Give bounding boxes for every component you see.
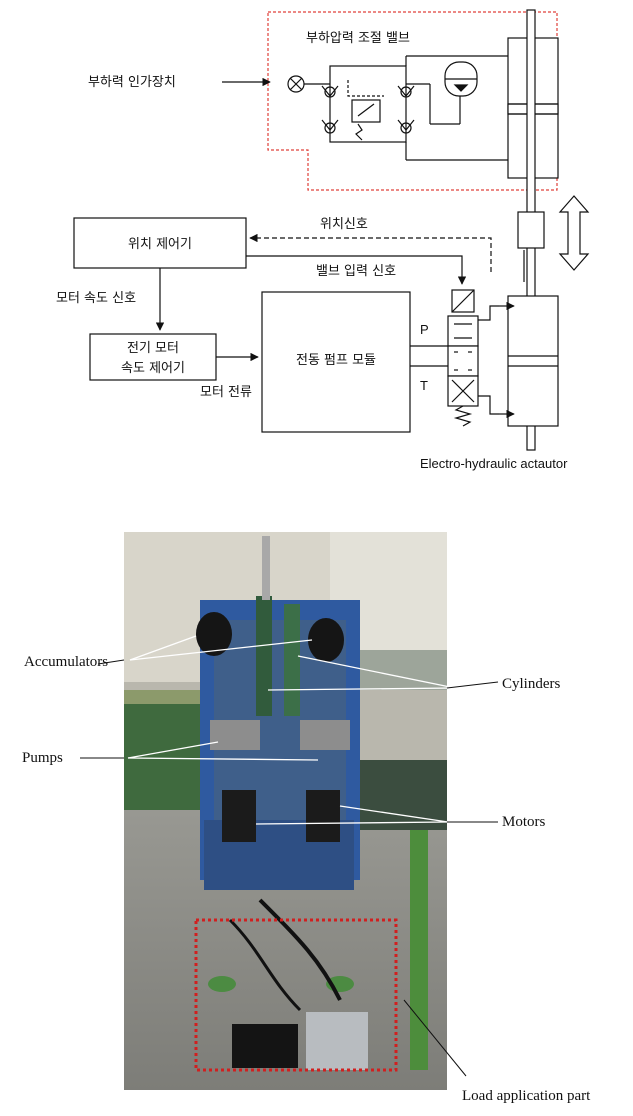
motor-speed-controller-line1: 전기 모터 [127, 341, 179, 356]
motor-current-label: 모터 전류 [200, 385, 252, 400]
valve-input-signal-line [246, 255, 467, 285]
load-pump-unit [232, 1024, 298, 1068]
position-controller-box [73, 217, 247, 269]
load-device-label: 부하력 인가장치 [88, 75, 176, 90]
pump-block-right [300, 720, 350, 750]
pump-module-label: 전동 펌프 모듈 [296, 353, 376, 368]
position-signal-label: 위치신호 [320, 217, 368, 232]
label-cylinders: Cylinders [502, 676, 560, 692]
photo-outside-leaders [80, 659, 499, 1077]
motor-right [306, 790, 340, 842]
load-motor [306, 1012, 368, 1070]
rod-coupling [517, 211, 545, 249]
valve-bridge-frame [329, 65, 407, 143]
actuator-caption: Electro-hydraulic actautor [420, 456, 568, 471]
servo-valve-icon [447, 289, 479, 427]
valve-input-signal-label: 밸브 입력 신호 [316, 264, 396, 279]
load-pressure-valve-circuit [287, 55, 508, 161]
motor-left [222, 790, 256, 842]
motor-speed-signal-label: 모터 속도 신호 [56, 291, 136, 306]
load-device-boundary [267, 11, 558, 191]
photo-annotation-lines [127, 635, 456, 825]
motor-speed-controller-box [89, 333, 217, 381]
motion-double-arrow-icon [558, 195, 590, 271]
left-bench [124, 700, 204, 810]
port-p-label: P [420, 322, 429, 337]
hydraulic-diagram: 부하압력 조절 밸브 부하력 인가장치 [56, 9, 590, 471]
position-controller-label: 위치 제어기 [128, 237, 192, 252]
relief-valve-icon [351, 99, 381, 123]
position-signal-line [249, 233, 492, 272]
right-bench [360, 760, 447, 830]
pump-block-left [210, 720, 260, 750]
actuator-cylinder [507, 295, 559, 427]
label-pumps: Pumps [22, 750, 63, 766]
cylinder-left [256, 596, 272, 716]
test-rig-photo [124, 532, 447, 1090]
label-accumulators: Accumulators [24, 654, 108, 670]
cylinder-right [284, 604, 300, 716]
top-rod [262, 536, 270, 600]
load-valve-label: 부하압력 조절 밸브 [306, 31, 410, 46]
accumulator-left [196, 612, 232, 656]
port-t-label: T [420, 378, 428, 393]
load-application-frame [194, 918, 398, 1072]
accumulator-right [308, 618, 344, 662]
label-motors: Motors [502, 814, 546, 830]
label-load-application: Load application part [462, 1088, 591, 1104]
pump-module-box [261, 291, 411, 433]
motor-speed-controller-line2: 속도 제어기 [121, 361, 185, 376]
